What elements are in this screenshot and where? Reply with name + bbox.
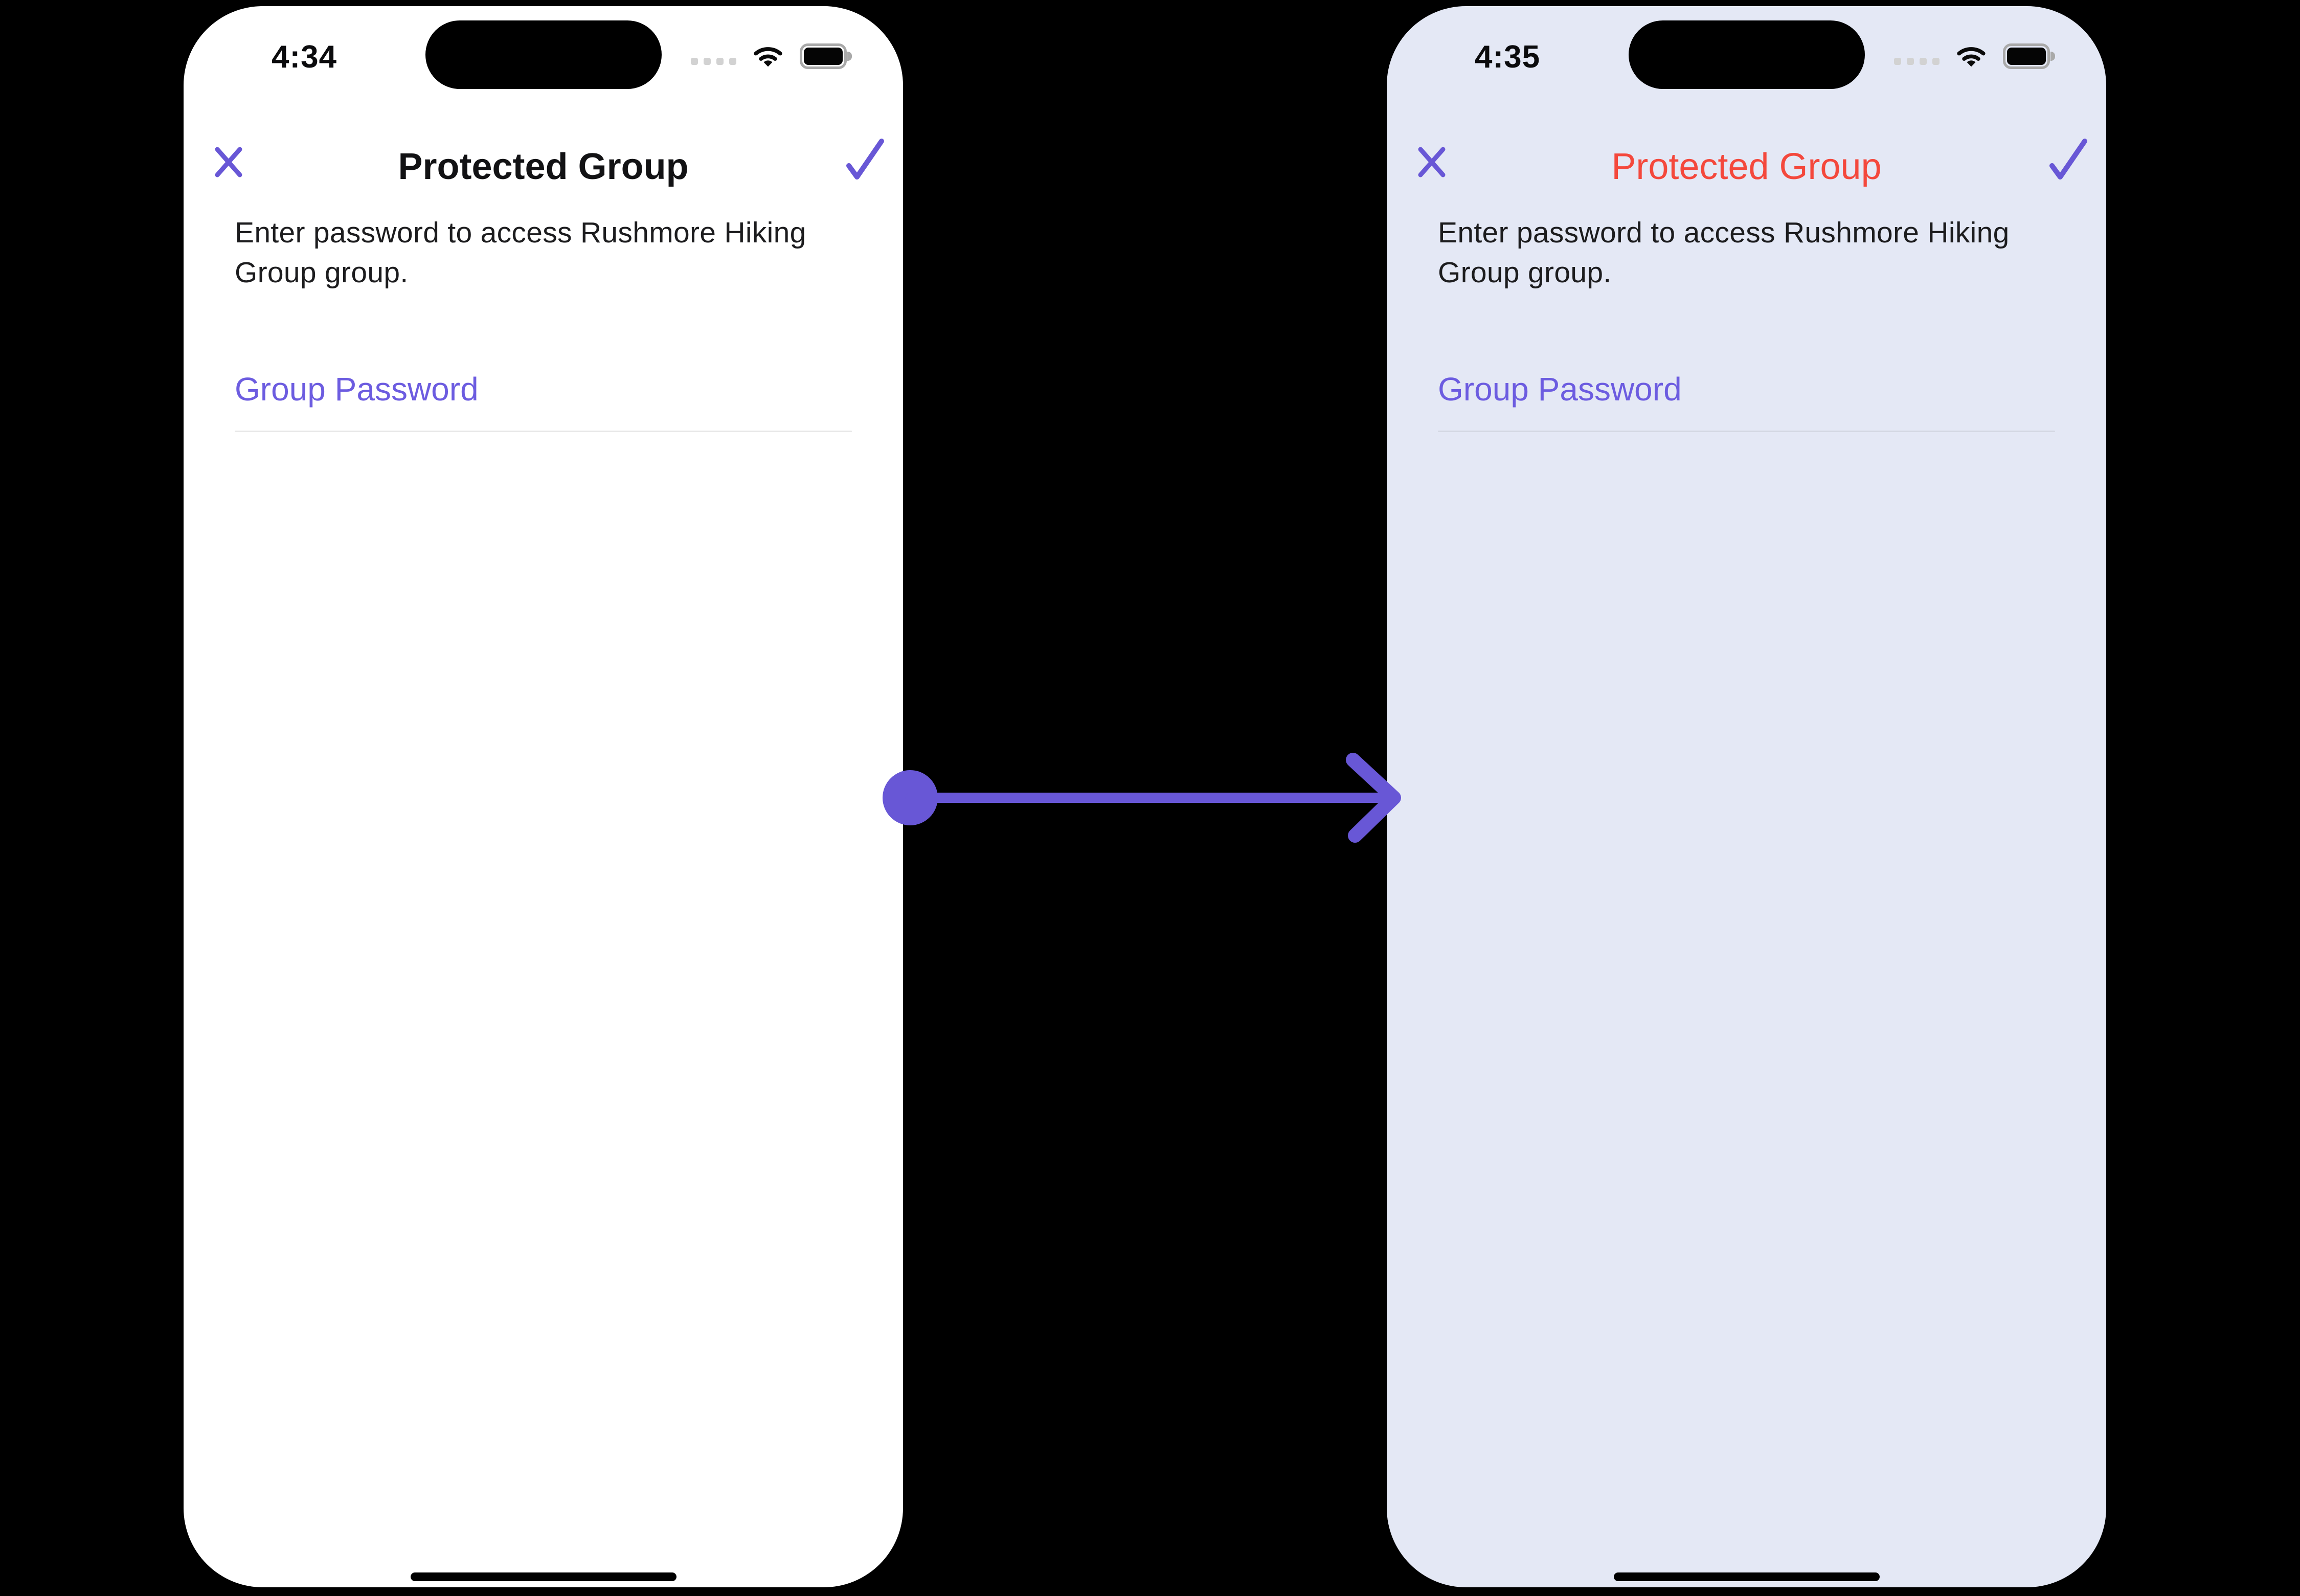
description-text: Enter password to access Rushmore Hiking… — [235, 216, 806, 289]
confirm-button[interactable] — [844, 136, 887, 183]
cellular-dots-icon — [691, 58, 736, 65]
status-time: 4:34 — [272, 39, 337, 75]
status-bar-icons — [1894, 40, 2056, 73]
wifi-icon — [754, 47, 782, 67]
close-button[interactable] — [1416, 145, 1447, 179]
status-bar-icons — [691, 40, 853, 73]
status-time: 4:35 — [1475, 39, 1541, 75]
close-button[interactable] — [213, 145, 244, 179]
x-icon — [1418, 147, 1446, 177]
password-field[interactable]: Group Password — [1438, 370, 2055, 432]
home-indicator[interactable] — [410, 1572, 677, 1581]
page-title: Protected Group — [1611, 146, 1882, 187]
password-field[interactable]: Group Password — [235, 370, 852, 432]
page-title: Protected Group — [398, 146, 689, 187]
phone-right: 4:35 Protected Group — [1387, 6, 2106, 1587]
arrow-right-icon — [883, 753, 1401, 843]
phone-left: 4:34 Protected Group — [184, 6, 903, 1587]
battery-icon — [800, 43, 853, 69]
checkmark-icon — [846, 139, 884, 179]
field-label: Group Password — [1438, 371, 1682, 408]
home-indicator[interactable] — [1613, 1572, 1880, 1581]
field-label: Group Password — [235, 371, 479, 408]
checkmark-icon — [2049, 139, 2087, 179]
dynamic-island — [1628, 20, 1865, 89]
confirm-button[interactable] — [2047, 136, 2090, 183]
dynamic-island — [425, 20, 662, 89]
field-underline — [235, 431, 852, 432]
description-text: Enter password to access Rushmore Hiking… — [1438, 216, 2010, 289]
cellular-dots-icon — [1894, 58, 1940, 65]
x-icon — [215, 147, 242, 177]
field-underline — [1438, 431, 2055, 432]
battery-icon — [2003, 43, 2056, 69]
wifi-icon — [1957, 47, 1986, 67]
